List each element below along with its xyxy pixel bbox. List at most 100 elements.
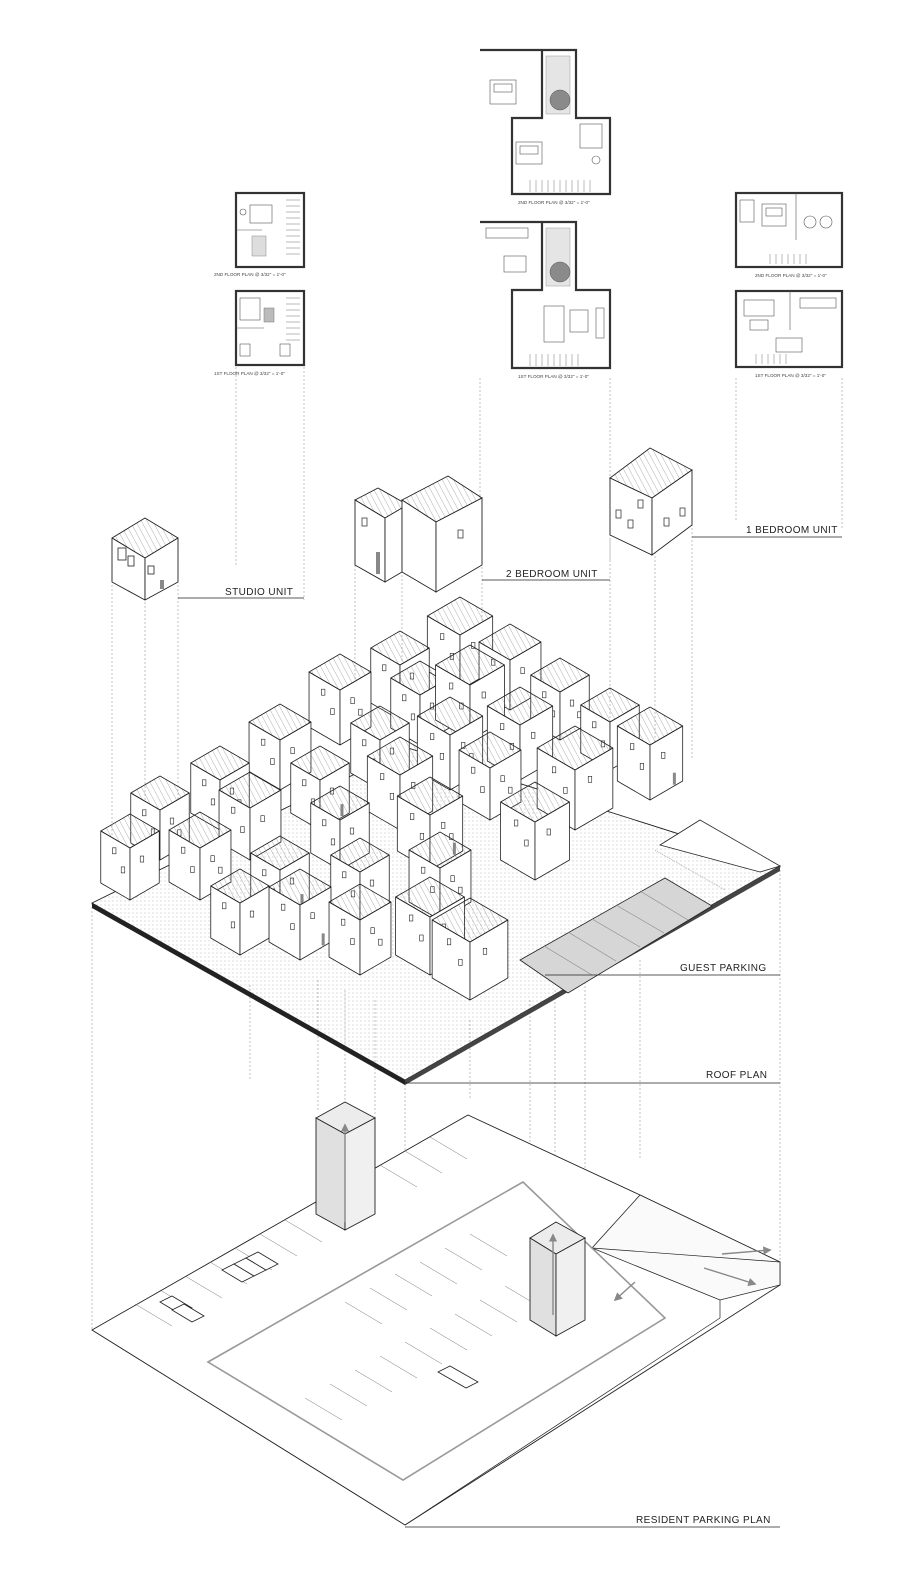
window xyxy=(330,708,335,715)
housing-block xyxy=(100,813,160,901)
window xyxy=(302,779,307,787)
two-bedroom-2nd-floor-caption: 2ND FLOOR PLAN @ 3/32" = 1'-0" xyxy=(518,200,590,205)
block-face xyxy=(408,831,472,869)
window xyxy=(458,886,463,894)
window xyxy=(330,838,336,846)
window xyxy=(419,934,424,942)
window xyxy=(112,847,117,855)
window xyxy=(240,826,245,833)
window xyxy=(169,817,175,825)
floor-plans: 2ND FLOOR PLAN @ 3/32" = 1'-0" 1ST FLOOR… xyxy=(214,48,844,379)
window xyxy=(482,947,488,955)
window xyxy=(230,921,236,929)
window xyxy=(218,866,223,874)
block-face xyxy=(395,876,465,918)
housing-block xyxy=(210,868,270,956)
one-bedroom-1st-floor-plan: 1ST FLOOR PLAN @ 3/32" = 1'-0" xyxy=(734,289,844,378)
window xyxy=(210,855,215,863)
block-face xyxy=(190,745,250,781)
window xyxy=(471,766,476,774)
window xyxy=(569,699,575,707)
window xyxy=(260,815,265,823)
callout-labels: STUDIO UNIT 2 BEDROOM UNIT 1 BEDROOM UNI… xyxy=(178,525,842,1528)
parked-cars xyxy=(159,1251,479,1389)
housing-block xyxy=(500,781,570,881)
window xyxy=(202,779,207,787)
one-bedroom-2nd-floor-caption: 2ND FLOOR PLAN @ 3/32" = 1'-0" xyxy=(755,273,827,278)
guest-parking-label: GUEST PARKING xyxy=(680,963,767,974)
window xyxy=(410,813,415,820)
window xyxy=(531,732,536,739)
window xyxy=(362,739,367,747)
roof-plan-label: ROOF PLAN xyxy=(706,1070,767,1081)
window xyxy=(222,902,227,910)
window xyxy=(481,691,486,699)
window xyxy=(389,792,394,800)
block-face xyxy=(250,835,310,871)
studio-unit-label: STUDIO UNIT xyxy=(225,587,293,598)
two-bedroom-1st-floor-plan: 1ST FLOOR PLAN @ 3/32" = 1'-0" xyxy=(480,220,612,379)
block-face xyxy=(210,868,270,904)
window xyxy=(441,822,446,829)
block-face xyxy=(536,725,614,771)
block-face xyxy=(486,686,554,726)
block-face xyxy=(530,657,590,693)
window xyxy=(480,786,485,793)
window xyxy=(450,875,455,883)
window xyxy=(661,752,666,759)
two-bedroom-unit-label: 2 BEDROOM UNIT xyxy=(506,569,598,580)
block-face xyxy=(168,811,232,849)
one-bedroom-unit-label: 1 BEDROOM UNIT xyxy=(746,525,838,536)
block-face xyxy=(308,653,372,691)
studio-1st-floor-plan: 1ST FLOOR PLAN @ 3/32" = 1'-0" xyxy=(214,289,306,376)
window xyxy=(370,927,375,935)
block-face xyxy=(500,781,570,823)
window xyxy=(270,758,275,765)
window xyxy=(231,806,236,814)
window xyxy=(350,697,355,705)
window xyxy=(402,694,407,702)
resident-parking-level xyxy=(91,1101,781,1526)
window xyxy=(321,688,326,696)
studio-2nd-floor-plan: 2ND FLOOR PLAN @ 3/32" = 1'-0" xyxy=(214,191,306,277)
block-face xyxy=(310,785,370,821)
window xyxy=(551,766,557,774)
block-face xyxy=(328,883,392,921)
window xyxy=(342,871,347,879)
block-face xyxy=(478,623,542,661)
window xyxy=(281,903,286,911)
block-face xyxy=(268,868,332,906)
block-face xyxy=(100,813,160,849)
housing-block xyxy=(268,868,332,961)
block-face xyxy=(350,705,410,741)
window xyxy=(563,787,568,794)
block-face xyxy=(458,731,522,769)
window xyxy=(439,752,444,760)
housing-block xyxy=(328,883,392,976)
window xyxy=(322,819,327,827)
window xyxy=(410,713,416,721)
window xyxy=(587,775,593,783)
window xyxy=(639,762,644,770)
one-bedroom-unit-model xyxy=(609,447,693,556)
window xyxy=(350,938,355,945)
studio-1st-floor-caption: 1ST FLOOR PLAN @ 3/32" = 1'-0" xyxy=(214,371,285,376)
one-bedroom-1st-floor-caption: 1ST FLOOR PLAN @ 3/32" = 1'-0" xyxy=(755,373,826,378)
window xyxy=(262,869,267,877)
window xyxy=(290,747,295,755)
housing-blocks xyxy=(100,596,684,1001)
block-face xyxy=(130,775,190,811)
window xyxy=(546,828,551,836)
door xyxy=(321,933,325,946)
block-face xyxy=(330,837,390,873)
window xyxy=(181,846,186,854)
window xyxy=(261,738,266,746)
window xyxy=(430,733,435,740)
studio-2nd-floor-caption: 2ND FLOOR PLAN @ 3/32" = 1'-0" xyxy=(214,272,286,277)
resident-parking-plan-label: RESIDENT PARKING PLAN xyxy=(636,1515,771,1526)
block-face xyxy=(248,703,312,741)
window xyxy=(369,879,375,887)
studio-unit-model xyxy=(111,517,179,601)
floating-units xyxy=(111,447,693,601)
